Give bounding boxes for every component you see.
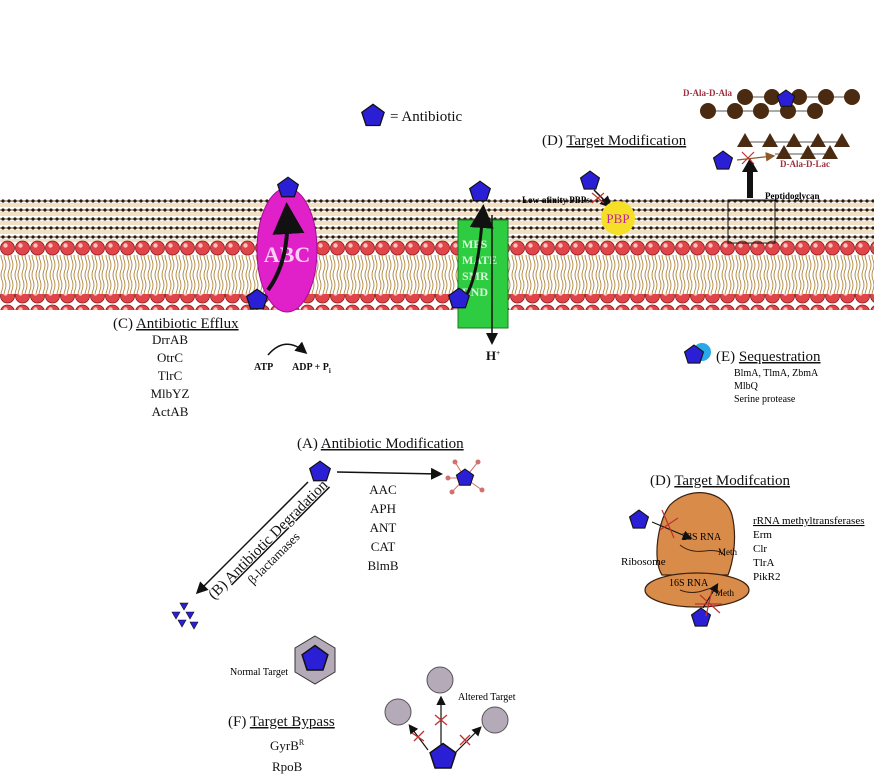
list-item: MlbQ xyxy=(734,381,759,392)
pump-mfs: MFS xyxy=(462,237,488,251)
list-item: RpoB xyxy=(272,759,303,774)
dala-dlac-label: D-Ala-D-Lac xyxy=(780,159,830,169)
rna16-label: 16S RNA xyxy=(669,578,709,589)
pump-smr: SMR xyxy=(462,269,489,283)
list-item: OtrC xyxy=(157,350,183,365)
degradation-title: (B) Antibiotic Degradation xyxy=(206,477,332,603)
peptidoglycan-label: Peptidoglycan xyxy=(765,191,820,201)
ribosome-modification-title: (D) Target Modifcation xyxy=(650,473,791,489)
list-item: BlmB xyxy=(367,558,398,573)
list-item: BlmA, TlmA, ZbmA xyxy=(734,368,819,379)
rna23-label: 23S RNA xyxy=(682,532,722,543)
antibiotic-modification: (A) Antibiotic Modification AAC APH ANT … xyxy=(297,436,485,573)
ribosome-target-modification: (D) Target Modifcation 23S RNA Meth 16S … xyxy=(621,473,865,627)
lipid-heads-inner xyxy=(0,294,874,310)
sequestration: (E) Sequestration BlmA, TlmA, ZbmA MlbQ … xyxy=(683,343,821,405)
ribosome-label: Ribosome xyxy=(621,556,666,568)
antibiotic-icon xyxy=(628,509,650,529)
list-item: DrrAB xyxy=(152,332,188,347)
target-modification-title: (D) Target Modification xyxy=(542,133,687,149)
pbp-site: Low-afinity PBPs PBP xyxy=(522,170,635,235)
list-item: ActAB xyxy=(152,404,189,419)
antibiotic-icon xyxy=(277,176,299,198)
altered-target-label: Altered Target xyxy=(458,692,516,703)
meth-label: Meth xyxy=(718,547,737,557)
antibiotic-icon xyxy=(579,170,601,190)
antibiotic-icon xyxy=(776,89,796,107)
list-item: GyrBR xyxy=(270,738,305,753)
cell-membrane xyxy=(0,198,874,310)
bypass-title: (F) Target Bypass xyxy=(228,714,335,730)
efflux-pump: MFS MATE SMR RND H+ xyxy=(448,180,509,363)
lipid-heads-outer xyxy=(0,240,874,256)
list-item: TlrA xyxy=(753,557,774,569)
antibiotic-icon xyxy=(469,180,491,202)
normal-target-label: Normal Target xyxy=(230,667,288,678)
target-bypass: Normal Target Altered Target (F) Target … xyxy=(228,635,516,774)
antibiotic-legend-icon xyxy=(361,103,385,127)
lipid-tails xyxy=(0,255,874,297)
list-item: ANT xyxy=(370,520,397,535)
pbp-label: PBP xyxy=(606,211,629,226)
list-item: APH xyxy=(370,501,396,516)
sequestration-title: (E) Sequestration xyxy=(716,349,821,365)
abc-transporter: ABC ATP ADP + Pi xyxy=(246,176,331,375)
meth-label: Meth xyxy=(715,588,734,598)
antibiotic-icon xyxy=(712,150,734,170)
pump-mate: MATE xyxy=(462,253,497,267)
efflux-list: DrrAB OtrC TlrC MlbYZ ActAB xyxy=(151,332,190,419)
altered-target-icon xyxy=(426,666,454,694)
low-affinity-pbps-label: Low-afinity PBPs xyxy=(522,195,590,205)
adp-label: ADP + Pi xyxy=(292,362,331,375)
legend-label: = Antibiotic xyxy=(390,109,463,125)
modified-antibiotic-icon xyxy=(455,468,475,486)
altered-target-icon xyxy=(481,706,509,734)
methyltransferases-title: rRNA methyltransferases xyxy=(753,515,865,527)
antibiotic-icon xyxy=(429,742,457,769)
list-item: PikR2 xyxy=(753,571,781,583)
list-item: Erm xyxy=(753,529,772,541)
dala-dala-label: D-Ala-D-Ala xyxy=(683,88,732,98)
altered-target-icon xyxy=(384,698,412,726)
degraded-antibiotic-icon xyxy=(171,602,199,630)
modification-title: (A) Antibiotic Modification xyxy=(297,436,464,452)
antibiotic-degradation: (B) Antibiotic Degradation β-lactamases xyxy=(171,477,332,630)
list-item: Clr xyxy=(753,543,767,555)
peptidoglycan-layer xyxy=(0,198,874,242)
atp-label: ATP xyxy=(254,362,273,373)
list-item: MlbYZ xyxy=(151,386,190,401)
efflux-title: (C) Antibiotic Efflux xyxy=(113,316,239,332)
peptidoglycan-zoom: Peptidoglycan D-Ala-D-Ala D-Ala-D-Lac xyxy=(683,88,860,244)
proton-label: H+ xyxy=(486,348,500,363)
list-item: Serine protease xyxy=(734,394,796,405)
list-item: AAC xyxy=(369,482,396,497)
list-item: TlrC xyxy=(158,368,183,383)
list-item: CAT xyxy=(371,539,396,554)
